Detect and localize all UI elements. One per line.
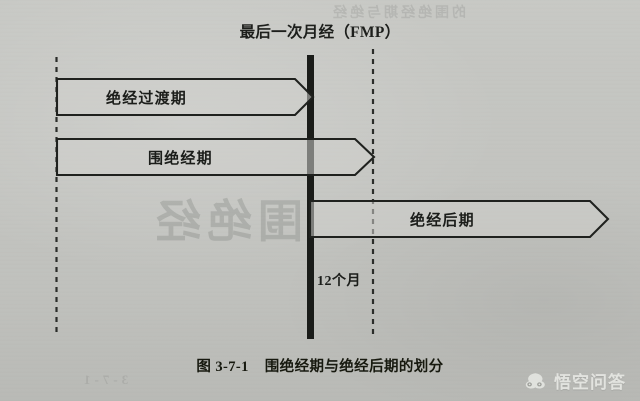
fmp-vertical-bar [307, 55, 314, 339]
figure-caption-text: 围绝经期与绝经后期的划分 [264, 359, 444, 375]
stage-arrow-menopausal-transition [55, 77, 315, 117]
figure-caption: 图 3-7-1 围绝经期与绝经后期的划分 [0, 355, 640, 376]
figure-number: 图 3-7-1 [196, 359, 249, 375]
stage-label-perimenopause: 围绝经期 [148, 151, 213, 167]
stage-label-menopausal-transition: 绝经过渡期 [106, 91, 188, 107]
stage-arrow-postmenopause [308, 199, 610, 239]
stage-label-postmenopause: 绝经后期 [410, 213, 475, 229]
stage-arrow-perimenopause [55, 137, 376, 177]
interval-label-12-months: 12个月 [317, 274, 361, 289]
fmp-title: 最后一次月经（FMP） [239, 24, 401, 41]
